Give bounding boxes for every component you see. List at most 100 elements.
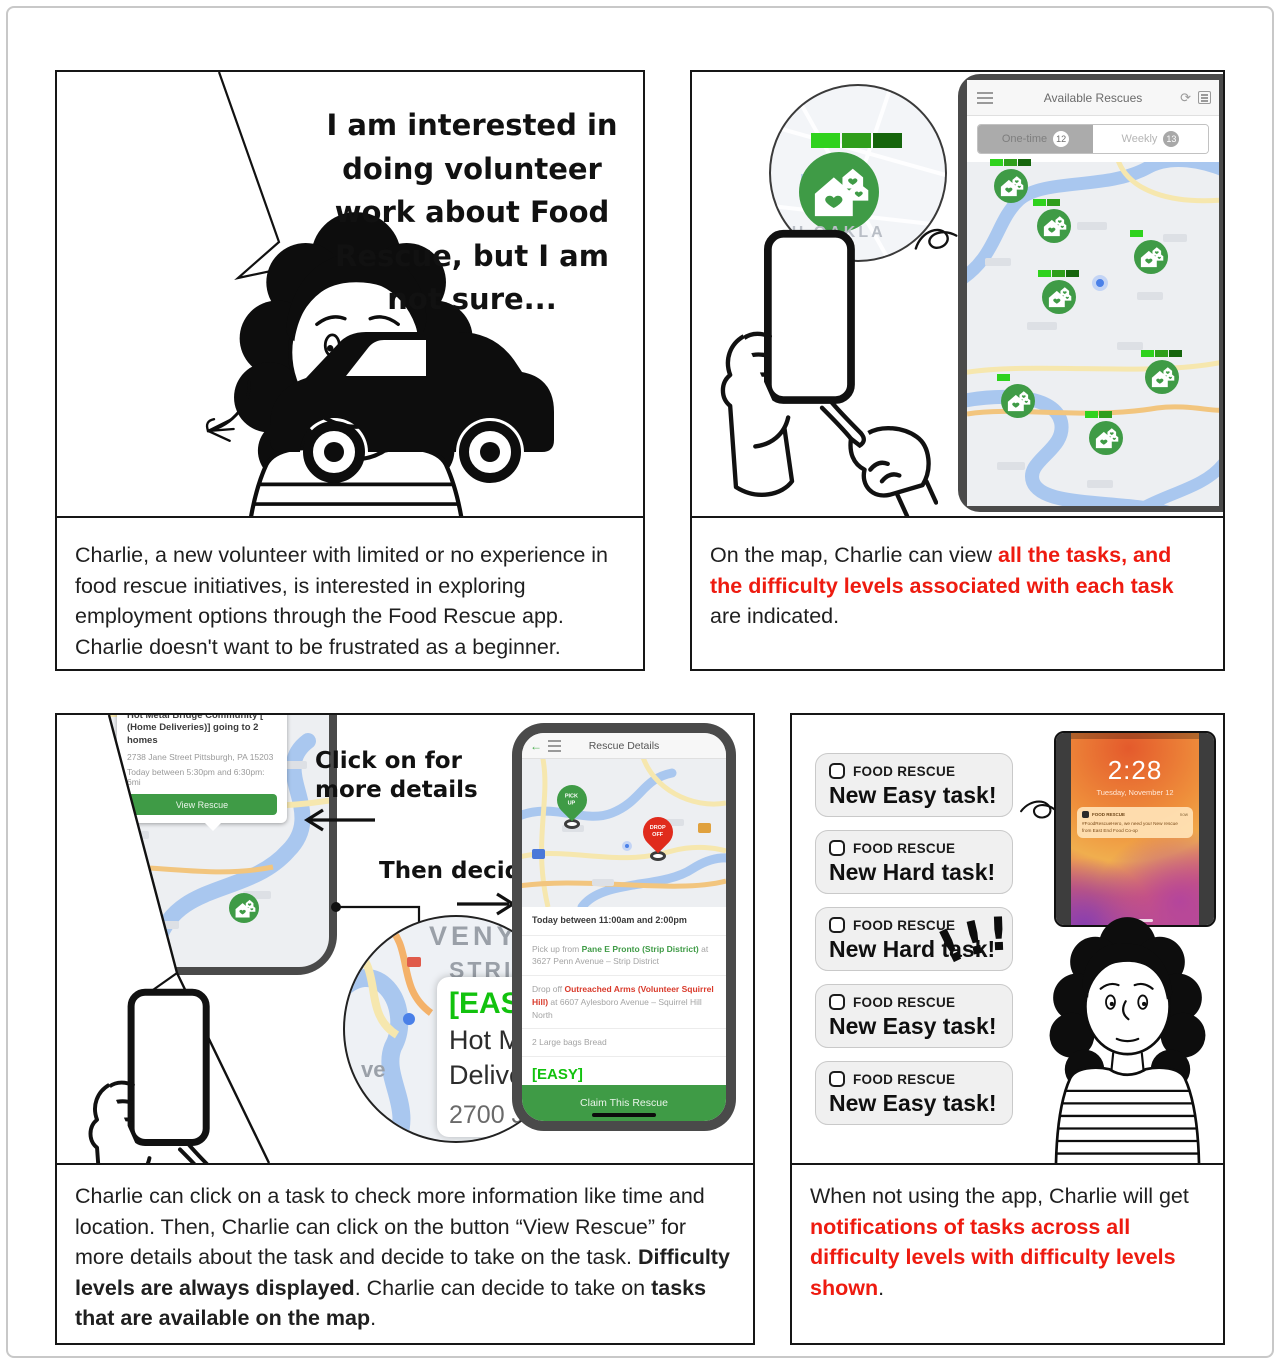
- panel2-caption: On the map, Charlie can view all the tas…: [710, 543, 1174, 629]
- lock-notification[interactable]: FOOD RESCUE now #FoodRescueHero, we need…: [1077, 807, 1193, 839]
- panel1-caption: Charlie, a new volunteer with limited or…: [75, 543, 608, 659]
- view-rescue-button[interactable]: View Rescue: [127, 794, 277, 816]
- annotation-click: Click on for more details: [315, 748, 478, 803]
- food-rescue-marker-icon: [1134, 240, 1168, 274]
- notification-card[interactable]: FOOD RESCUE New Easy task!: [815, 753, 1013, 817]
- app-icon: [829, 1071, 845, 1087]
- menu-icon[interactable]: [548, 737, 561, 755]
- tab-weekly[interactable]: Weekly 13: [1093, 125, 1208, 153]
- notification-text: New Hard task!: [829, 936, 996, 962]
- route-map: PICK UP DROP OFF: [522, 753, 726, 912]
- current-location-dot: [622, 841, 632, 851]
- app-title: Available Rescues: [1043, 90, 1143, 105]
- back-icon[interactable]: ←: [530, 738, 542, 753]
- app-icon: [829, 917, 845, 933]
- one-time-count-badge: 12: [1053, 131, 1070, 147]
- panel4-caption: When not using the app, Charlie will get…: [810, 1184, 1189, 1300]
- car-illustration: [270, 332, 554, 483]
- food-rescue-marker-icon: [1089, 421, 1123, 455]
- panel-notifications: FOOD RESCUE New Easy task! FOOD RESCUE N…: [790, 713, 1225, 1345]
- difficulty-bar: [990, 159, 1031, 166]
- menu-icon[interactable]: [977, 89, 993, 107]
- notification-app-name: FOOD RESCUE: [853, 994, 956, 1010]
- food-rescue-marker-icon: [994, 169, 1028, 203]
- difficulty-bar: [1085, 411, 1112, 418]
- map-task-marker[interactable]: [1033, 199, 1071, 243]
- lock-time: 2:28: [1107, 755, 1163, 785]
- notification-app-name: FOOD RESCUE: [853, 1071, 956, 1087]
- notification-app-name: FOOD RESCUE: [853, 840, 956, 856]
- current-location-dot: [1092, 275, 1108, 291]
- panel3-caption: Charlie can click on a task to check mor…: [75, 1184, 730, 1331]
- screen-title: Rescue Details: [588, 739, 660, 752]
- dropoff-info: Drop off Outreached Arms (Volunteer Squi…: [522, 975, 726, 1028]
- notification-card[interactable]: FOOD RESCUE New Hard task!: [815, 907, 1013, 971]
- exclamation-mark: !: [987, 906, 1010, 962]
- difficulty-bar: [1130, 230, 1143, 237]
- left-arrow: [303, 808, 375, 832]
- rescue-difficulty: [EASY]: [522, 1056, 726, 1092]
- notification-text: New Hard task!: [829, 859, 996, 885]
- rescue-time: Today between 11:00am and 2:00pm: [532, 915, 687, 925]
- map-task-marker[interactable]: [1085, 411, 1123, 455]
- magnifier-map: [345, 920, 434, 1141]
- difficulty-bar: [997, 374, 1010, 381]
- difficulty-bar: [811, 133, 902, 148]
- food-rescue-marker-icon: [1001, 384, 1035, 418]
- lock-date: Tuesday, November 12: [1096, 788, 1174, 797]
- map-task-marker[interactable]: [1130, 230, 1168, 274]
- notification-text: New Easy task!: [829, 1090, 997, 1116]
- map-task-marker[interactable]: [990, 159, 1031, 203]
- map-task-marker[interactable]: [1038, 270, 1079, 314]
- page-border: [6, 6, 1274, 1358]
- notification-app-name: FOOD RESCUE: [853, 763, 956, 779]
- panel-intro: I am interested in doing volunteer work …: [55, 70, 645, 671]
- food-rescue-marker-icon: [1145, 360, 1179, 394]
- food-rescue-marker-icon: [799, 152, 879, 232]
- hand-holding-phone: [75, 987, 285, 1165]
- task-address: 2738 Jane Street Pittsburgh, PA 15203: [127, 752, 274, 763]
- charlie-illustration: [1020, 899, 1223, 1165]
- charlie-illustration: [205, 212, 482, 516]
- rescue-tabs: One-time 12 Weekly 13: [977, 124, 1209, 154]
- difficulty-bar: [1038, 270, 1079, 277]
- panel-task-details: × [EASY] Hot Metal Bridge Community [ (H…: [55, 713, 755, 1345]
- map-task-marker[interactable]: [997, 374, 1035, 418]
- map-task-marker[interactable]: [229, 893, 259, 923]
- app-icon: [829, 840, 845, 856]
- intro-illustration: [205, 72, 554, 516]
- notification-text: New Easy task!: [829, 1013, 997, 1039]
- phone-bezel: Available Rescues ⟳ One-time 12 Weekly 1…: [958, 74, 1223, 512]
- task-time: Today between 5:30pm and 6:30pm: 6mi: [127, 767, 265, 788]
- task-title: Hot Metal Bridge Community [ (Home Deliv…: [127, 715, 264, 746]
- notification-card[interactable]: FOOD RESCUE New Hard task!: [815, 830, 1013, 894]
- phone-a-bezel: × [EASY] Hot Metal Bridge Community [ (H…: [85, 715, 337, 975]
- notification-card[interactable]: FOOD RESCUE New Easy task!: [815, 984, 1013, 1048]
- home-indicator: [592, 1113, 656, 1117]
- weekly-count-badge: 13: [1163, 131, 1180, 147]
- lock-screen: 2:28 Tuesday, November 12 FOOD RESCUE no…: [1071, 733, 1199, 925]
- map-zoom-inset: TH OAKLA: [769, 84, 947, 262]
- pickup-info: Pick up from Pane E Pronto (Strip Distri…: [522, 934, 726, 976]
- list-view-icon[interactable]: [1198, 91, 1211, 104]
- rescues-map[interactable]: [967, 154, 1219, 506]
- refresh-icon[interactable]: ⟳: [1180, 89, 1191, 105]
- map-background: [967, 154, 1219, 506]
- street-label: VENY: [429, 921, 519, 951]
- food-rescue-marker-icon: [1037, 209, 1071, 243]
- food-rescue-marker-icon: [1042, 280, 1076, 314]
- notification-card[interactable]: FOOD RESCUE New Easy task!: [815, 1061, 1013, 1125]
- notification-app-name: FOOD RESCUE: [853, 917, 956, 933]
- tab-one-time[interactable]: One-time 12: [978, 125, 1093, 153]
- task-popup-card[interactable]: × [EASY] Hot Metal Bridge Community [ (H…: [117, 715, 287, 832]
- app-icon: [829, 763, 845, 779]
- right-arrow: [457, 892, 517, 916]
- phone-b-bezel: ← Rescue Details: [512, 723, 736, 1131]
- notification-app-icon: [1082, 811, 1089, 818]
- notification-text: New Easy task!: [829, 782, 997, 808]
- lockscreen-phone: 2:28 Tuesday, November 12 FOOD RESCUE no…: [1054, 731, 1216, 927]
- rescue-items: 2 Large bags Bread: [522, 1028, 726, 1056]
- map-task-marker[interactable]: [1141, 350, 1182, 394]
- street-label: ve: [361, 1057, 386, 1082]
- difficulty-bar: [1141, 350, 1182, 357]
